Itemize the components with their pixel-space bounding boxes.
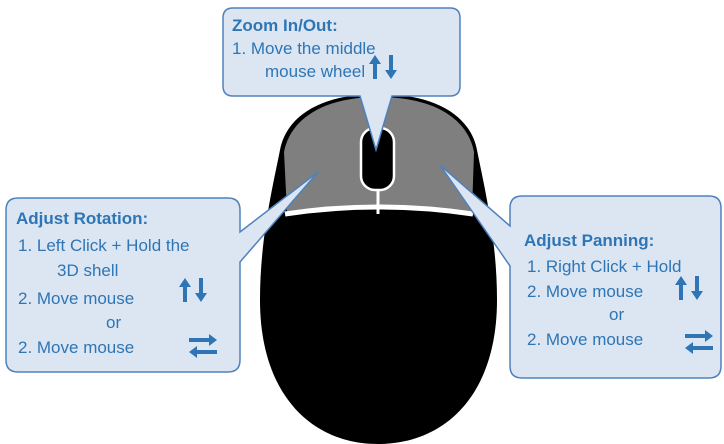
zoom-step-1: 1. Move the middle bbox=[232, 40, 376, 57]
rotation-or: or bbox=[106, 314, 121, 331]
rotation-step-1: 1. Left Click + Hold the bbox=[18, 237, 190, 254]
panning-step-2-alt: 2. Move mouse bbox=[527, 331, 643, 348]
zoom-step-1-cont: mouse wheel bbox=[265, 63, 365, 80]
panning-step-2: 2. Move mouse bbox=[527, 283, 643, 300]
rotation-step-2: 2. Move mouse bbox=[18, 290, 134, 307]
rotation-step-1-cont: 3D shell bbox=[57, 262, 118, 279]
panning-step-1: 1. Right Click + Hold bbox=[527, 258, 681, 275]
zoom-title: Zoom In/Out: bbox=[232, 17, 338, 34]
rotation-step-2-alt: 2. Move mouse bbox=[18, 339, 134, 356]
rotation-title: Adjust Rotation: bbox=[16, 210, 148, 227]
panning-title: Adjust Panning: bbox=[524, 232, 654, 249]
panning-or: or bbox=[609, 306, 624, 323]
